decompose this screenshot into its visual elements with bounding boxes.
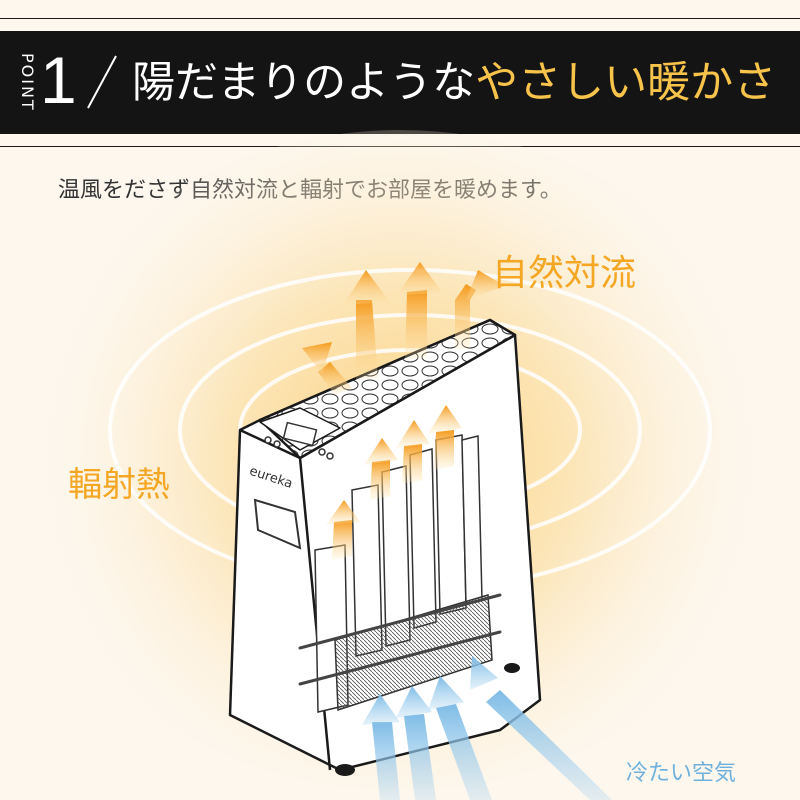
point-number: 1	[40, 43, 77, 117]
panel-arrow-3	[396, 420, 430, 484]
label-cold-air: 冷たい空気	[626, 761, 737, 786]
convection-arrows	[302, 262, 505, 560]
front-window	[253, 498, 302, 550]
panel-arrow-2	[364, 438, 398, 500]
panel-arrow-1	[326, 500, 360, 560]
rising-arrow-1	[343, 270, 390, 380]
cold-arrow-3	[428, 676, 492, 800]
rising-arrow-4	[302, 342, 352, 395]
control-panel	[264, 421, 334, 460]
heat-panels	[314, 434, 483, 713]
heater-feet	[335, 663, 520, 776]
label-convection: 自然対流	[492, 253, 637, 294]
headline-white: 陽だまりのような	[132, 58, 476, 108]
cold-arrow-2	[396, 686, 436, 800]
cold-arrow-4	[470, 656, 612, 800]
panel-arrow-4	[428, 405, 462, 470]
rising-arrow-2	[396, 262, 442, 360]
slash-divider	[87, 55, 117, 109]
headline: 陽だまりのようなやさしい暖かさ	[132, 52, 776, 114]
rising-arrow-3	[455, 270, 505, 350]
cold-arrow-1	[362, 694, 400, 800]
heating-fin-block	[334, 594, 493, 712]
point-banner	[0, 31, 800, 134]
top-rule	[0, 18, 800, 19]
cold-air-arrows	[362, 656, 612, 800]
headline-yellow: やさしい暖かさ	[475, 58, 777, 108]
heating-rods	[298, 593, 502, 686]
label-radiation: 輻射熱	[68, 465, 170, 505]
